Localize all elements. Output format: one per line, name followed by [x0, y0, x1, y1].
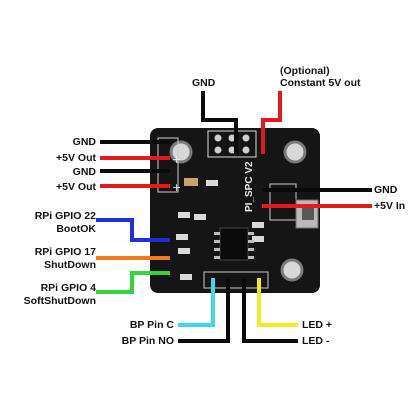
resistor-e: [178, 248, 190, 254]
top-pad-6: [242, 146, 250, 154]
bottom-header-outline: [203, 271, 269, 289]
label-gpio4-line1: RPi GPIO 4: [40, 282, 96, 294]
resistor-f: [252, 222, 264, 228]
capacitor-a: [184, 178, 198, 186]
wire-bp-pin-c: [178, 278, 215, 327]
top-pad-3: [242, 134, 250, 142]
label-right-5v-in: +5V In: [374, 200, 406, 212]
wire-bp-pin-no: [178, 278, 230, 343]
wire-gpio22: [96, 218, 170, 242]
chip-pins: [214, 232, 254, 259]
mounting-hole-top-right: [283, 140, 307, 164]
resistor-d: [176, 234, 188, 240]
plus-symbol-2: +: [172, 181, 181, 194]
label-gpio17-line1: RPi GPIO 17: [34, 246, 96, 258]
wire-led-minus: [242, 278, 298, 343]
usb-port-opening: [302, 208, 314, 220]
pcb-board: + + PI_SPC V2: [150, 128, 320, 293]
label-left-5v-out-2: +5V Out: [56, 181, 96, 193]
resistor-c: [194, 214, 206, 220]
label-left-5v-out-1: +5V Out: [56, 152, 96, 164]
board-silkscreen-name: PI_SPC V2: [244, 161, 255, 212]
label-left-gnd-1: GND: [72, 136, 96, 148]
label-bp-pin-no: BP Pin NO: [121, 335, 174, 347]
label-led-minus: LED -: [302, 335, 330, 347]
microcontroller-chip: [219, 227, 249, 261]
top-pad-4: [214, 146, 222, 154]
top-header-outline: [207, 130, 257, 158]
resistor-h: [180, 274, 192, 280]
board-body: [150, 128, 320, 293]
label-gpio22-line2: BootOK: [56, 223, 96, 235]
label-gpio22-line1: RPi GPIO 22: [34, 210, 96, 222]
label-gpio4-line2: SoftShutDown: [23, 295, 96, 307]
wires: [96, 91, 372, 343]
mounting-hole-bottom-right: [280, 258, 304, 282]
label-constant-5v-line1: (Optional): [280, 65, 330, 77]
top-pad-5: [228, 146, 236, 154]
left-power-outline: [157, 137, 179, 193]
resistor-b: [178, 212, 190, 218]
plus-symbol-1: +: [172, 153, 181, 166]
resistor-g: [252, 236, 264, 242]
label-top-gnd: GND: [192, 77, 216, 89]
label-constant-5v-line2: Constant 5V out: [280, 77, 361, 89]
wire-top-gnd: [201, 91, 238, 154]
label-led-plus: LED +: [302, 319, 333, 331]
label-bp-pin-c: BP Pin C: [129, 319, 174, 331]
mounting-hole-top-left: [169, 140, 193, 164]
resistor-a: [206, 180, 218, 186]
label-left-gnd-2: GND: [72, 166, 96, 178]
label-right-gnd: GND: [374, 184, 398, 196]
top-pad-1: [214, 134, 222, 142]
wire-gpio4: [96, 271, 170, 294]
wire-led-plus: [257, 278, 298, 327]
wire-top-constant-5v: [261, 91, 282, 154]
top-pad-2: [228, 134, 236, 142]
label-gpio17-line2: ShutDown: [44, 259, 96, 271]
